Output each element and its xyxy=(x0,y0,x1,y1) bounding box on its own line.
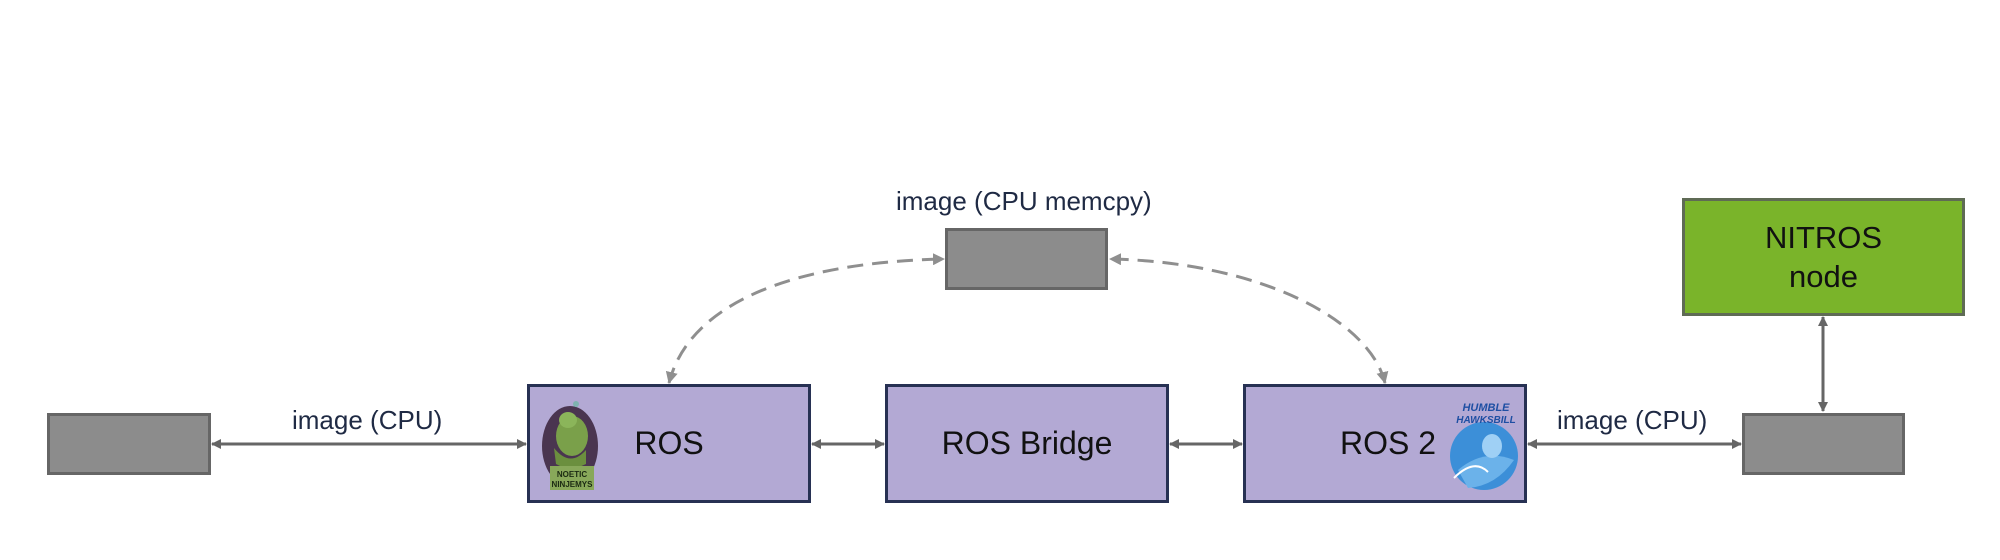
memcpy-link-label: image (CPU memcpy) xyxy=(896,186,1152,216)
memcpy-buffer-box[interactable] xyxy=(945,228,1108,290)
svg-text:NINJEMYS: NINJEMYS xyxy=(552,480,594,489)
humble-hawksbill-logo-icon: HUMBLE HAWKSBILL xyxy=(1450,402,1518,490)
nitros-node-label-line2: node xyxy=(1789,259,1858,294)
right-link-label: image (CPU) xyxy=(1557,405,1708,435)
nitros-node-label-line1: NITROS xyxy=(1764,220,1883,255)
left-link-label: image (CPU) xyxy=(292,405,443,435)
ros-bridge-node[interactable]: ROS Bridge xyxy=(885,384,1169,503)
svg-text:NOETIC: NOETIC xyxy=(557,470,587,479)
nitros-node[interactable]: NITROS node xyxy=(1682,198,1965,316)
right-endpoint-box[interactable] xyxy=(1742,413,1905,475)
ros-node[interactable]: ROS xyxy=(527,384,811,503)
edge-ros2-memcpy-buffer xyxy=(1109,253,1389,384)
ros-bridge-node-label: ROS Bridge xyxy=(941,425,1113,461)
noetic-ninjemys-logo-icon: NOETIC NINJEMYS xyxy=(542,401,598,490)
ros-node-label: ROS xyxy=(634,425,704,461)
edge-ros-memcpy-buffer xyxy=(665,253,945,384)
left-endpoint-box[interactable] xyxy=(47,413,211,475)
svg-text:HUMBLE: HUMBLE xyxy=(1462,402,1510,414)
ros2-node-label: ROS 2 xyxy=(1340,425,1437,461)
svg-text:HAWKSBILL: HAWKSBILL xyxy=(1456,415,1515,426)
